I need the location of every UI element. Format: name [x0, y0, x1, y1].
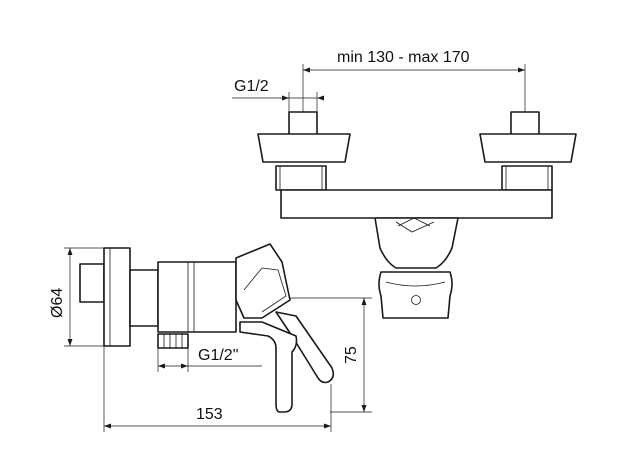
front-center-housing — [374, 217, 459, 269]
dimension-lines — [64, 64, 526, 432]
front-right-connector — [501, 165, 553, 191]
front-lever-screw — [411, 295, 421, 305]
side-lever-head — [235, 243, 291, 319]
depth-dimension-label: 153 — [196, 406, 223, 423]
front-right-cover-nut — [479, 133, 577, 163]
side-view — [79, 243, 335, 413]
front-right-inlet-stub — [510, 111, 540, 137]
side-connector — [129, 269, 159, 327]
front-left-inlet-stub — [288, 111, 318, 137]
spacing-dimension-label: min 130 - max 170 — [337, 49, 470, 66]
diameter-dimension-label: Ø64 — [49, 288, 66, 318]
side-spout — [239, 321, 298, 413]
side-inlet-stub — [79, 263, 105, 303]
height-dimension-label: 75 — [343, 346, 360, 364]
inlet-thread-label: G1/2 — [234, 78, 269, 95]
side-mixer-body — [157, 261, 237, 333]
side-outlet-thread — [157, 333, 189, 349]
outlet-thread-label: G1/2" — [198, 347, 238, 364]
front-lever-handle — [378, 271, 453, 319]
front-left-connector — [275, 165, 327, 191]
front-mixer-body — [280, 189, 553, 219]
side-cover-nut — [103, 247, 131, 347]
front-left-cover-nut — [257, 133, 351, 163]
front-view — [257, 111, 577, 319]
side-lever-arm — [275, 311, 335, 384]
